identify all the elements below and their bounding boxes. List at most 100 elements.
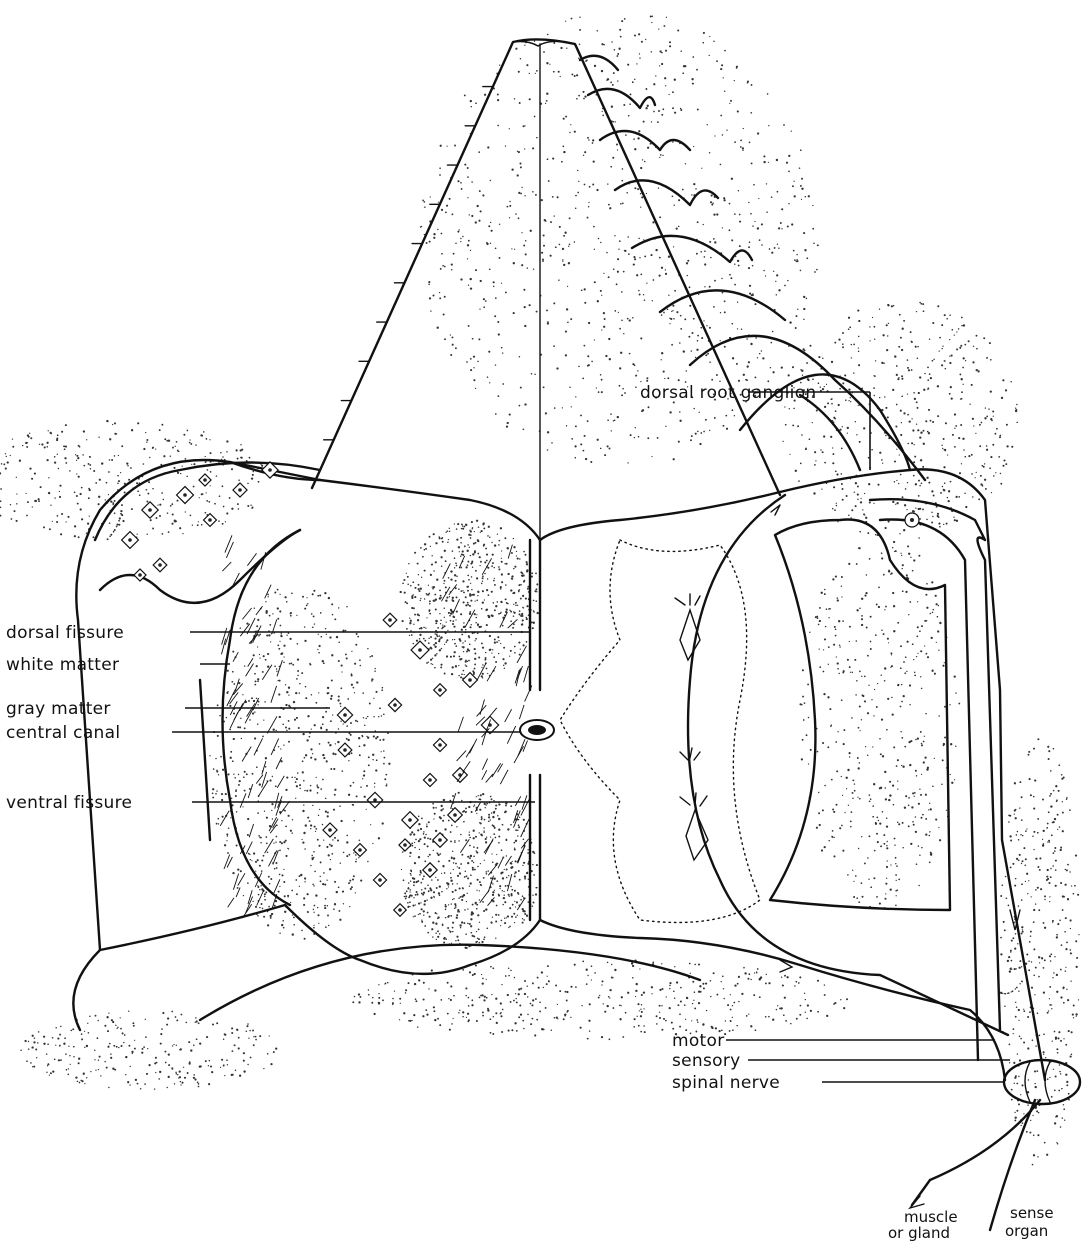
- stipple-dot: [312, 858, 314, 860]
- stipple-dot: [1071, 1054, 1073, 1056]
- stipple-dot: [518, 613, 520, 615]
- stipple-dot: [399, 998, 401, 1000]
- stipple-dot: [666, 17, 667, 18]
- stipple-dot: [882, 811, 884, 813]
- stipple-dot: [430, 636, 432, 638]
- stipple-dot: [731, 178, 733, 180]
- stipple-dot: [522, 576, 523, 577]
- stipple-dot: [896, 502, 898, 504]
- stipple-dot: [852, 672, 853, 673]
- stipple-dot: [873, 326, 875, 328]
- stipple-dot: [520, 58, 521, 59]
- stipple-dot: [298, 727, 300, 729]
- stipple-dot: [280, 625, 282, 627]
- stipple-dot: [304, 757, 306, 759]
- stipple-dot: [849, 752, 851, 754]
- stipple-dot: [840, 999, 841, 1000]
- stipple-dot: [719, 380, 721, 382]
- stipple-dot: [476, 1020, 478, 1022]
- stipple-dot: [1030, 794, 1032, 796]
- stipple-dot: [47, 446, 49, 448]
- stipple-dot: [918, 555, 920, 557]
- stipple-dot: [849, 326, 851, 328]
- stipple-dot: [179, 527, 181, 529]
- stipple-dot: [175, 446, 176, 447]
- stipple-dot: [206, 1036, 208, 1038]
- stipple-dot: [881, 557, 883, 559]
- stipple-dot: [693, 146, 694, 147]
- stipple-dot: [482, 978, 484, 980]
- stipple-dot: [445, 917, 447, 919]
- stipple-dot: [497, 534, 498, 535]
- stipple-dot: [455, 889, 457, 891]
- stipple-dot: [1044, 927, 1046, 929]
- stipple-dot: [498, 568, 500, 570]
- stipple-dot: [498, 914, 500, 916]
- stipple-dot: [799, 703, 801, 705]
- stipple-dot: [137, 533, 138, 534]
- stipple-dot: [255, 680, 257, 682]
- stipple-dot: [355, 644, 357, 646]
- stipple-dot: [310, 865, 311, 866]
- stipple-dot: [485, 609, 487, 611]
- stipple-dot: [575, 986, 577, 988]
- stipple-dot: [294, 777, 295, 778]
- stipple-dot: [387, 982, 389, 984]
- stipple-dot: [427, 912, 429, 914]
- stipple-dot: [879, 903, 881, 905]
- stipple-dot: [793, 408, 795, 410]
- stipple-dot: [515, 906, 516, 907]
- stipple-dot: [417, 1026, 418, 1027]
- stipple-dot: [434, 638, 436, 640]
- stipple-dot: [524, 876, 526, 878]
- stipple-dot: [346, 738, 348, 740]
- stipple-dot: [923, 741, 925, 743]
- stipple-dot: [525, 253, 527, 255]
- stipple-dot: [313, 857, 314, 858]
- stipple-dot: [950, 481, 952, 483]
- stipple-dot: [698, 294, 699, 295]
- stipple-dot: [656, 1015, 658, 1017]
- stipple-dot: [1060, 882, 1062, 884]
- stipple-dot: [285, 789, 287, 791]
- stipple-dot: [467, 602, 469, 604]
- stipple-dot: [711, 195, 713, 197]
- stipple-dot: [792, 424, 794, 426]
- stipple-dot: [1026, 953, 1028, 955]
- stipple-dot: [808, 195, 810, 197]
- stipple-dot: [841, 586, 842, 587]
- stipple-dot: [765, 1016, 767, 1018]
- stipple-dot: [275, 841, 276, 842]
- stipple-dot: [455, 645, 457, 647]
- stipple-dot: [333, 768, 335, 770]
- stipple-dot: [440, 623, 441, 624]
- stipple-dot: [511, 248, 512, 249]
- stipple-dot: [588, 322, 590, 324]
- stipple-dot: [768, 1016, 770, 1018]
- stipple-dot: [436, 887, 438, 889]
- stipple-dot: [500, 643, 501, 644]
- stipple-dot: [1029, 778, 1031, 780]
- stipple-dot: [963, 449, 965, 451]
- stipple-dot: [57, 1038, 59, 1040]
- stipple-dot: [646, 282, 647, 283]
- stipple-dot: [75, 454, 76, 455]
- stipple-dot: [252, 474, 254, 476]
- stipple-dot: [842, 346, 844, 348]
- stipple-dot: [937, 616, 939, 618]
- stipple-dot: [601, 43, 603, 45]
- stipple-dot: [337, 741, 339, 743]
- stipple-dot: [285, 826, 287, 828]
- stipple-dot: [19, 460, 21, 462]
- stipple-dot: [170, 505, 172, 507]
- stipple-dot: [590, 461, 592, 463]
- stipple-dot: [1062, 909, 1064, 911]
- stipple-dot: [1015, 809, 1017, 811]
- stipple-dot: [449, 528, 450, 529]
- stipple-dot: [93, 470, 95, 472]
- stipple-dot: [1033, 948, 1035, 950]
- stipple-dot: [121, 445, 123, 447]
- stipple-dot: [511, 889, 513, 891]
- stipple-dot: [621, 180, 623, 182]
- stipple-dot: [164, 1051, 166, 1053]
